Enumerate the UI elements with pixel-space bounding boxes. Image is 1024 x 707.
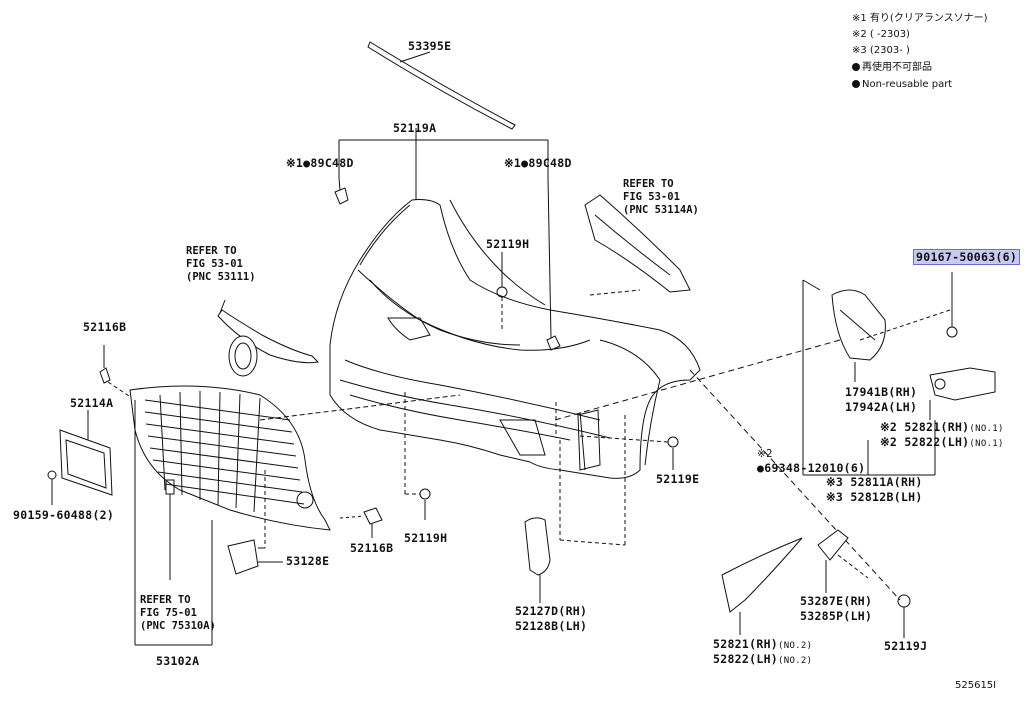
grille-drawing bbox=[129, 385, 461, 531]
part-52812B[interactable]: ※3 52812B(LH) bbox=[826, 490, 923, 504]
part-52822-no1[interactable]: ※2 52822(LH)(NO.1) bbox=[880, 435, 1004, 450]
legend-note-3: ※3 (2303- ) bbox=[852, 45, 910, 56]
bullet-icon bbox=[852, 80, 860, 88]
bullet-icon bbox=[852, 63, 860, 71]
diagram-id: 525615I bbox=[955, 680, 997, 691]
bracket-53128E-drawing bbox=[227, 539, 259, 575]
part-90167-50063[interactable]: 90167-50063(6) bbox=[913, 249, 1021, 265]
side-cover-no2-drawing bbox=[721, 537, 803, 613]
part-90159-60488[interactable]: 90159-60488(2) bbox=[13, 508, 115, 522]
legend-non-reusable-en: Non-reusable part bbox=[852, 78, 952, 91]
part-52811A[interactable]: ※3 52811A(RH) bbox=[826, 475, 923, 489]
license-bracket-drawing bbox=[59, 429, 113, 496]
bumper-cover-drawing bbox=[329, 199, 701, 479]
clip-53287E-drawing bbox=[817, 529, 849, 561]
bracket-52127D-drawing bbox=[524, 517, 551, 576]
part-52119J[interactable]: 52119J bbox=[884, 639, 928, 653]
part-53395E[interactable]: 53395E bbox=[408, 39, 452, 53]
part-52114A[interactable]: 52114A bbox=[70, 396, 114, 410]
part-52119H-top[interactable]: 52119H bbox=[486, 237, 530, 251]
part-52822-no2[interactable]: 52822(LH)(NO.2) bbox=[713, 652, 813, 667]
sensor-holder-no1-drawing bbox=[929, 367, 996, 401]
part-52821-no2[interactable]: 52821(RH)(NO.2) bbox=[713, 637, 813, 652]
legend-note-1: ※1 有り(クリアランスソナー) bbox=[852, 13, 988, 24]
legend-note-2: ※2 ( -2303) bbox=[852, 29, 910, 40]
clip-89C48D-left-drawing bbox=[334, 187, 349, 205]
molding-strip-drawing bbox=[367, 41, 516, 130]
part-52116B-top[interactable]: 52116B bbox=[83, 320, 127, 334]
part-52116B-bottom[interactable]: 52116B bbox=[350, 541, 394, 555]
bracket-53114A-drawing bbox=[584, 194, 691, 293]
part-52119E[interactable]: 52119E bbox=[656, 472, 700, 486]
part-52119H-bottom[interactable]: 52119H bbox=[404, 531, 448, 545]
sonar-bracket-drawing bbox=[831, 289, 886, 361]
part-53287E[interactable]: 53287E(RH) bbox=[800, 594, 873, 608]
clip-89C48D-right-drawing bbox=[546, 335, 561, 351]
note-mark-2: ※2 bbox=[757, 448, 773, 460]
part-89C48D-left[interactable]: ※1●89C48D bbox=[286, 156, 354, 170]
part-53285P[interactable]: 53285P(LH) bbox=[800, 609, 873, 623]
part-53102A[interactable]: 53102A bbox=[156, 654, 200, 668]
highlighted-part-number[interactable]: 90167-50063(6) bbox=[913, 249, 1021, 265]
part-52821-no1[interactable]: ※2 52821(RH)(NO.1) bbox=[880, 420, 1004, 435]
part-53128E[interactable]: 53128E bbox=[286, 554, 330, 568]
part-89C48D-right[interactable]: ※1●89C48D bbox=[504, 156, 572, 170]
part-17942A[interactable]: 17942A(LH) bbox=[845, 400, 918, 414]
part-52119A[interactable]: 52119A bbox=[393, 121, 437, 135]
legend-non-reusable-jp: 再使用不可部品 bbox=[852, 61, 932, 74]
part-69348-12010[interactable]: ●69348-12010(6) bbox=[757, 461, 866, 475]
part-17941B[interactable]: 17941B(RH) bbox=[845, 385, 918, 399]
part-52128B[interactable]: 52128B(LH) bbox=[515, 619, 588, 633]
part-52127D[interactable]: 52127D(RH) bbox=[515, 604, 588, 618]
